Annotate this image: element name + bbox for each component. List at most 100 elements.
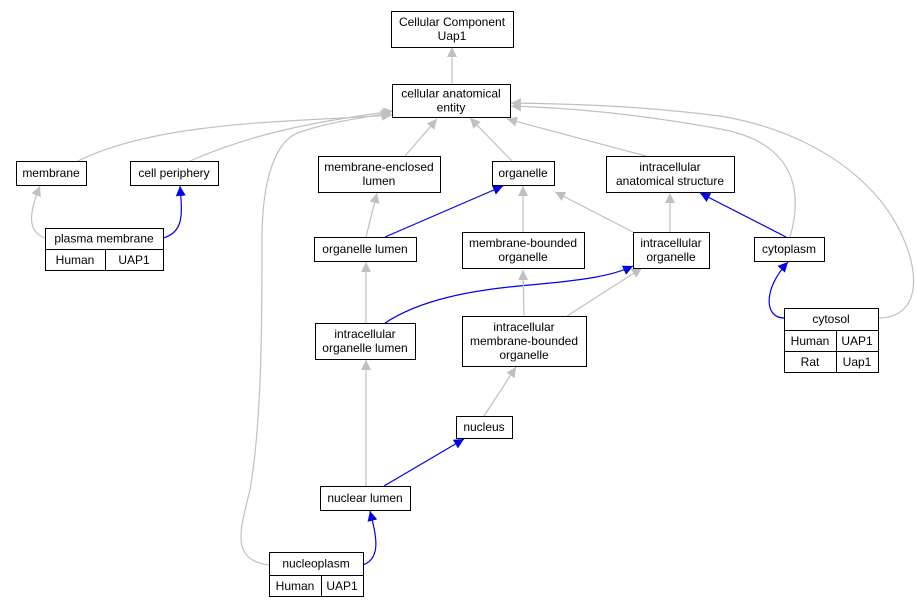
node-label: cytosol [812,312,849,326]
is-a-arrow [554,191,634,233]
node-label: organelle lumen [322,242,407,256]
node-box [392,84,511,118]
part-of-arrow [384,185,504,238]
part-of-arrow [699,192,787,238]
is-a-arrow [189,107,394,162]
gene-cell [105,249,164,271]
node-label: organelle [498,250,548,264]
is-a-arrow [77,110,393,162]
node-nucleus[interactable]: nucleus [456,416,513,439]
part-of-arrow [384,265,634,324]
is-a-arrow [469,117,513,162]
edge-orglumen-to-mencl [365,192,380,238]
annotation-row-human: Human UAP1 [269,575,364,597]
node-label: nucleoplasm [282,557,349,571]
node-label: intracellular [493,320,554,334]
node-label: membrane-bounded [470,334,578,348]
node-label: intracellular [639,160,700,174]
is-a-arrow [518,269,529,317]
node-label: organelle [498,166,548,180]
gene-label: UAP1 [841,334,873,348]
node-box [318,156,441,193]
node-box [320,486,411,511]
node-label: cell periphery [138,166,209,180]
part-of-arrow [162,185,186,239]
edges-layer [30,47,915,566]
species-label: Human [56,253,95,267]
node-organelle[interactable]: organelle [492,161,555,186]
node-box [456,416,513,439]
node-box [130,161,219,186]
node-label: organelle lumen [322,341,407,355]
gene-label: UAP1 [118,253,150,267]
node-label: cellular anatomical [401,87,500,101]
edge-cytosol-to-cae [510,98,915,319]
edge-pm-to-cellper [162,185,186,239]
edge-cytoplasm-to-cae [510,101,796,238]
species-label: Human [276,579,315,593]
is-a-arrow [30,185,46,239]
node-membrane[interactable]: membrane [16,161,87,186]
node-box [462,316,587,367]
node-label: Cellular Component [399,15,506,29]
node-label: plasma membrane [54,232,154,246]
node-cellper[interactable]: cell periphery [130,161,219,186]
edge-mencl-to-cae [404,118,438,157]
node-label: intracellular [334,327,395,341]
is-a-arrow [510,101,796,238]
edge-cellper-to-cae [189,107,394,162]
edge-ias-to-cae [506,116,647,157]
node-label: lumen [363,174,396,188]
is-a-arrow [506,116,647,157]
part-of-arrow [383,438,465,487]
node-box [754,237,825,262]
edge-organelle-to-cae [469,117,513,162]
node-label: membrane [22,166,80,180]
species-label: Rat [801,355,820,369]
edge-nucleoplasm-to-nuclum [362,510,378,566]
node-label: organelle [499,348,549,362]
node-label: entity [437,101,466,115]
node-label: organelle [646,250,696,264]
node-label: nuclear lumen [327,491,402,505]
node-box [462,232,585,269]
annotation-row-human: Human UAP1 [45,249,164,271]
edge-nuclum-to-nucleus [383,438,465,487]
node-label: Uap1 [438,29,467,43]
gene-label: UAP1 [326,579,358,593]
edge-io-to-organelle [554,191,634,233]
node-box [633,232,710,269]
part-of-arrow [362,510,378,566]
node-box [391,11,514,48]
edge-cytoplasm-to-ias [699,192,787,238]
node-box [16,161,87,186]
node-nuclum[interactable]: nuclear lumen [320,486,411,511]
node-label: intracellular [640,236,701,250]
node-label: membrane-bounded [469,236,577,250]
node-box [315,323,416,360]
node-cytoplasm[interactable]: cytoplasm [754,237,825,262]
edge-nucleus-to-imbo [483,366,517,417]
node-orglumen[interactable]: organelle lumen [314,237,417,262]
edge-pm-to-membrane [30,185,46,239]
is-a-arrow [566,267,643,317]
gene-cell [321,575,364,597]
node-box [492,161,555,186]
edge-iol-to-io [384,265,634,324]
edge-imbo-to-io [566,267,643,317]
is-a-arrow [483,366,517,417]
